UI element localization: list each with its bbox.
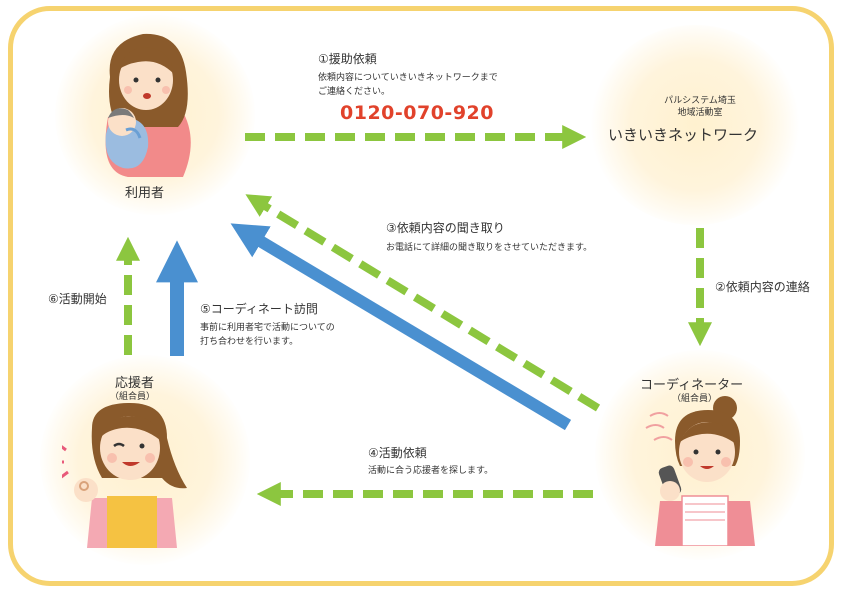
step1-desc-line2: ご連絡ください。 bbox=[318, 87, 391, 97]
step5-desc-line2: 打ち合わせを行います。 bbox=[200, 337, 299, 347]
step2-title: ②依頼内容の連絡 bbox=[715, 280, 810, 294]
network-subtitle-line2: 地域活動室 bbox=[677, 108, 723, 118]
coordinator-label: コーディネーター bbox=[640, 378, 744, 393]
step5-title: ⑤コーディネート訪問 bbox=[200, 302, 318, 316]
coordinator-illustration bbox=[645, 396, 755, 546]
user-label: 利用者 bbox=[125, 186, 165, 201]
supporter-illustration bbox=[62, 403, 187, 548]
arrow-coordinate-visit bbox=[230, 223, 572, 431]
supporter-label: 応援者 bbox=[115, 376, 155, 391]
step4-title: ④活動依頼 bbox=[368, 446, 427, 460]
network-glow bbox=[590, 25, 800, 225]
mother-baby-illustration bbox=[105, 33, 191, 177]
supporter-sub: （組合員） bbox=[110, 392, 156, 402]
network-subtitle-line1: パルシステム埼玉 bbox=[664, 96, 736, 106]
step3-desc: お電話にて詳細の聞き取りをさせていただきます。 bbox=[386, 243, 593, 253]
step1-title: ①援助依頼 bbox=[318, 52, 377, 66]
step3-title: ③依頼内容の聞き取り bbox=[386, 221, 505, 235]
network-name: いきいきネットワーク bbox=[608, 126, 759, 144]
step6-title: ⑥活動開始 bbox=[48, 292, 107, 306]
coordinator-sub: （組合員） bbox=[672, 394, 718, 404]
network-subtitle: パルシステム埼玉 地域活動室 bbox=[655, 95, 745, 119]
arrow-interview bbox=[245, 194, 601, 412]
step1-phone: 0120-070-920 bbox=[340, 102, 494, 124]
step4-desc: 活動に合う応援者を探します。 bbox=[368, 466, 494, 476]
step5-desc-line1: 事前に利用者宅で活動についての bbox=[200, 323, 335, 333]
step1-desc-line1: 依頼内容についていきいきネットワークまで bbox=[318, 73, 498, 83]
